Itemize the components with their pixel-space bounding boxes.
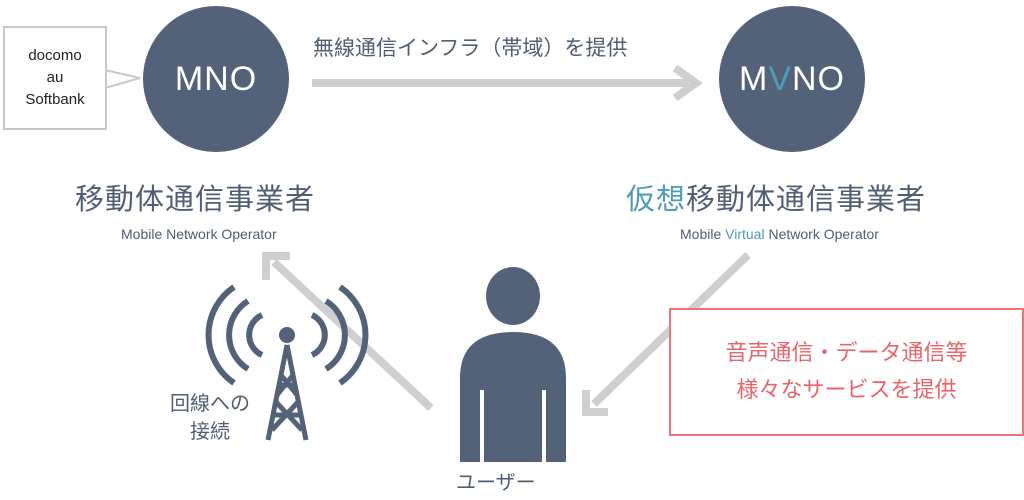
arrow-user-to-mno [262,252,434,411]
user-icon [460,267,566,462]
mvno-subtitle-post: Network Operator [764,226,879,242]
mno-title: 移動体通信事業者 [75,182,316,216]
connection-label-line2: 接続 [190,419,230,443]
mvno-circle-label-v: V [768,59,792,98]
carrier-list-box: docomo au Softbank [3,26,107,130]
service-note-line2: 様々なサービスを提供 [736,378,957,403]
mvno-circle-label-m: M [738,59,769,98]
carrier-au: au [46,69,64,86]
mvno-title: 仮想移動体通信事業者 [626,176,926,218]
carrier-softbank: Softbank [25,91,85,108]
connection-label-line1: 回線への [170,391,250,415]
user-label: ユーザー [456,470,536,494]
antenna-icon [205,284,369,441]
carrier-docomo: docomo [28,47,82,64]
mvno-subtitle-accent: Virtual [725,226,765,242]
mvno-circle-label-no: NO [792,59,845,98]
mvno-title-accent: 仮想 [626,182,687,216]
carrier-box-pointer [103,68,141,90]
mvno-subtitle: Mobile Virtual Network Operator [680,226,879,242]
mvno-subtitle-pre: Mobile [680,226,726,242]
service-note-box: 音声通信・データ通信等 様々なサービスを提供 [669,308,1024,436]
mno-circle: MNO [143,6,289,152]
connection-label: 回線への 接続 [170,389,250,445]
arrow-mno-to-mvno [312,64,703,102]
mno-subtitle: Mobile Network Operator [121,226,277,242]
infra-label: 無線通信インフラ（帯域）を提供 [313,36,628,60]
mno-circle-label: MNO [174,59,258,98]
service-note-line1: 音声通信・データ通信等 [725,341,968,366]
mvno-title-rest: 移動体通信事業者 [686,182,927,216]
